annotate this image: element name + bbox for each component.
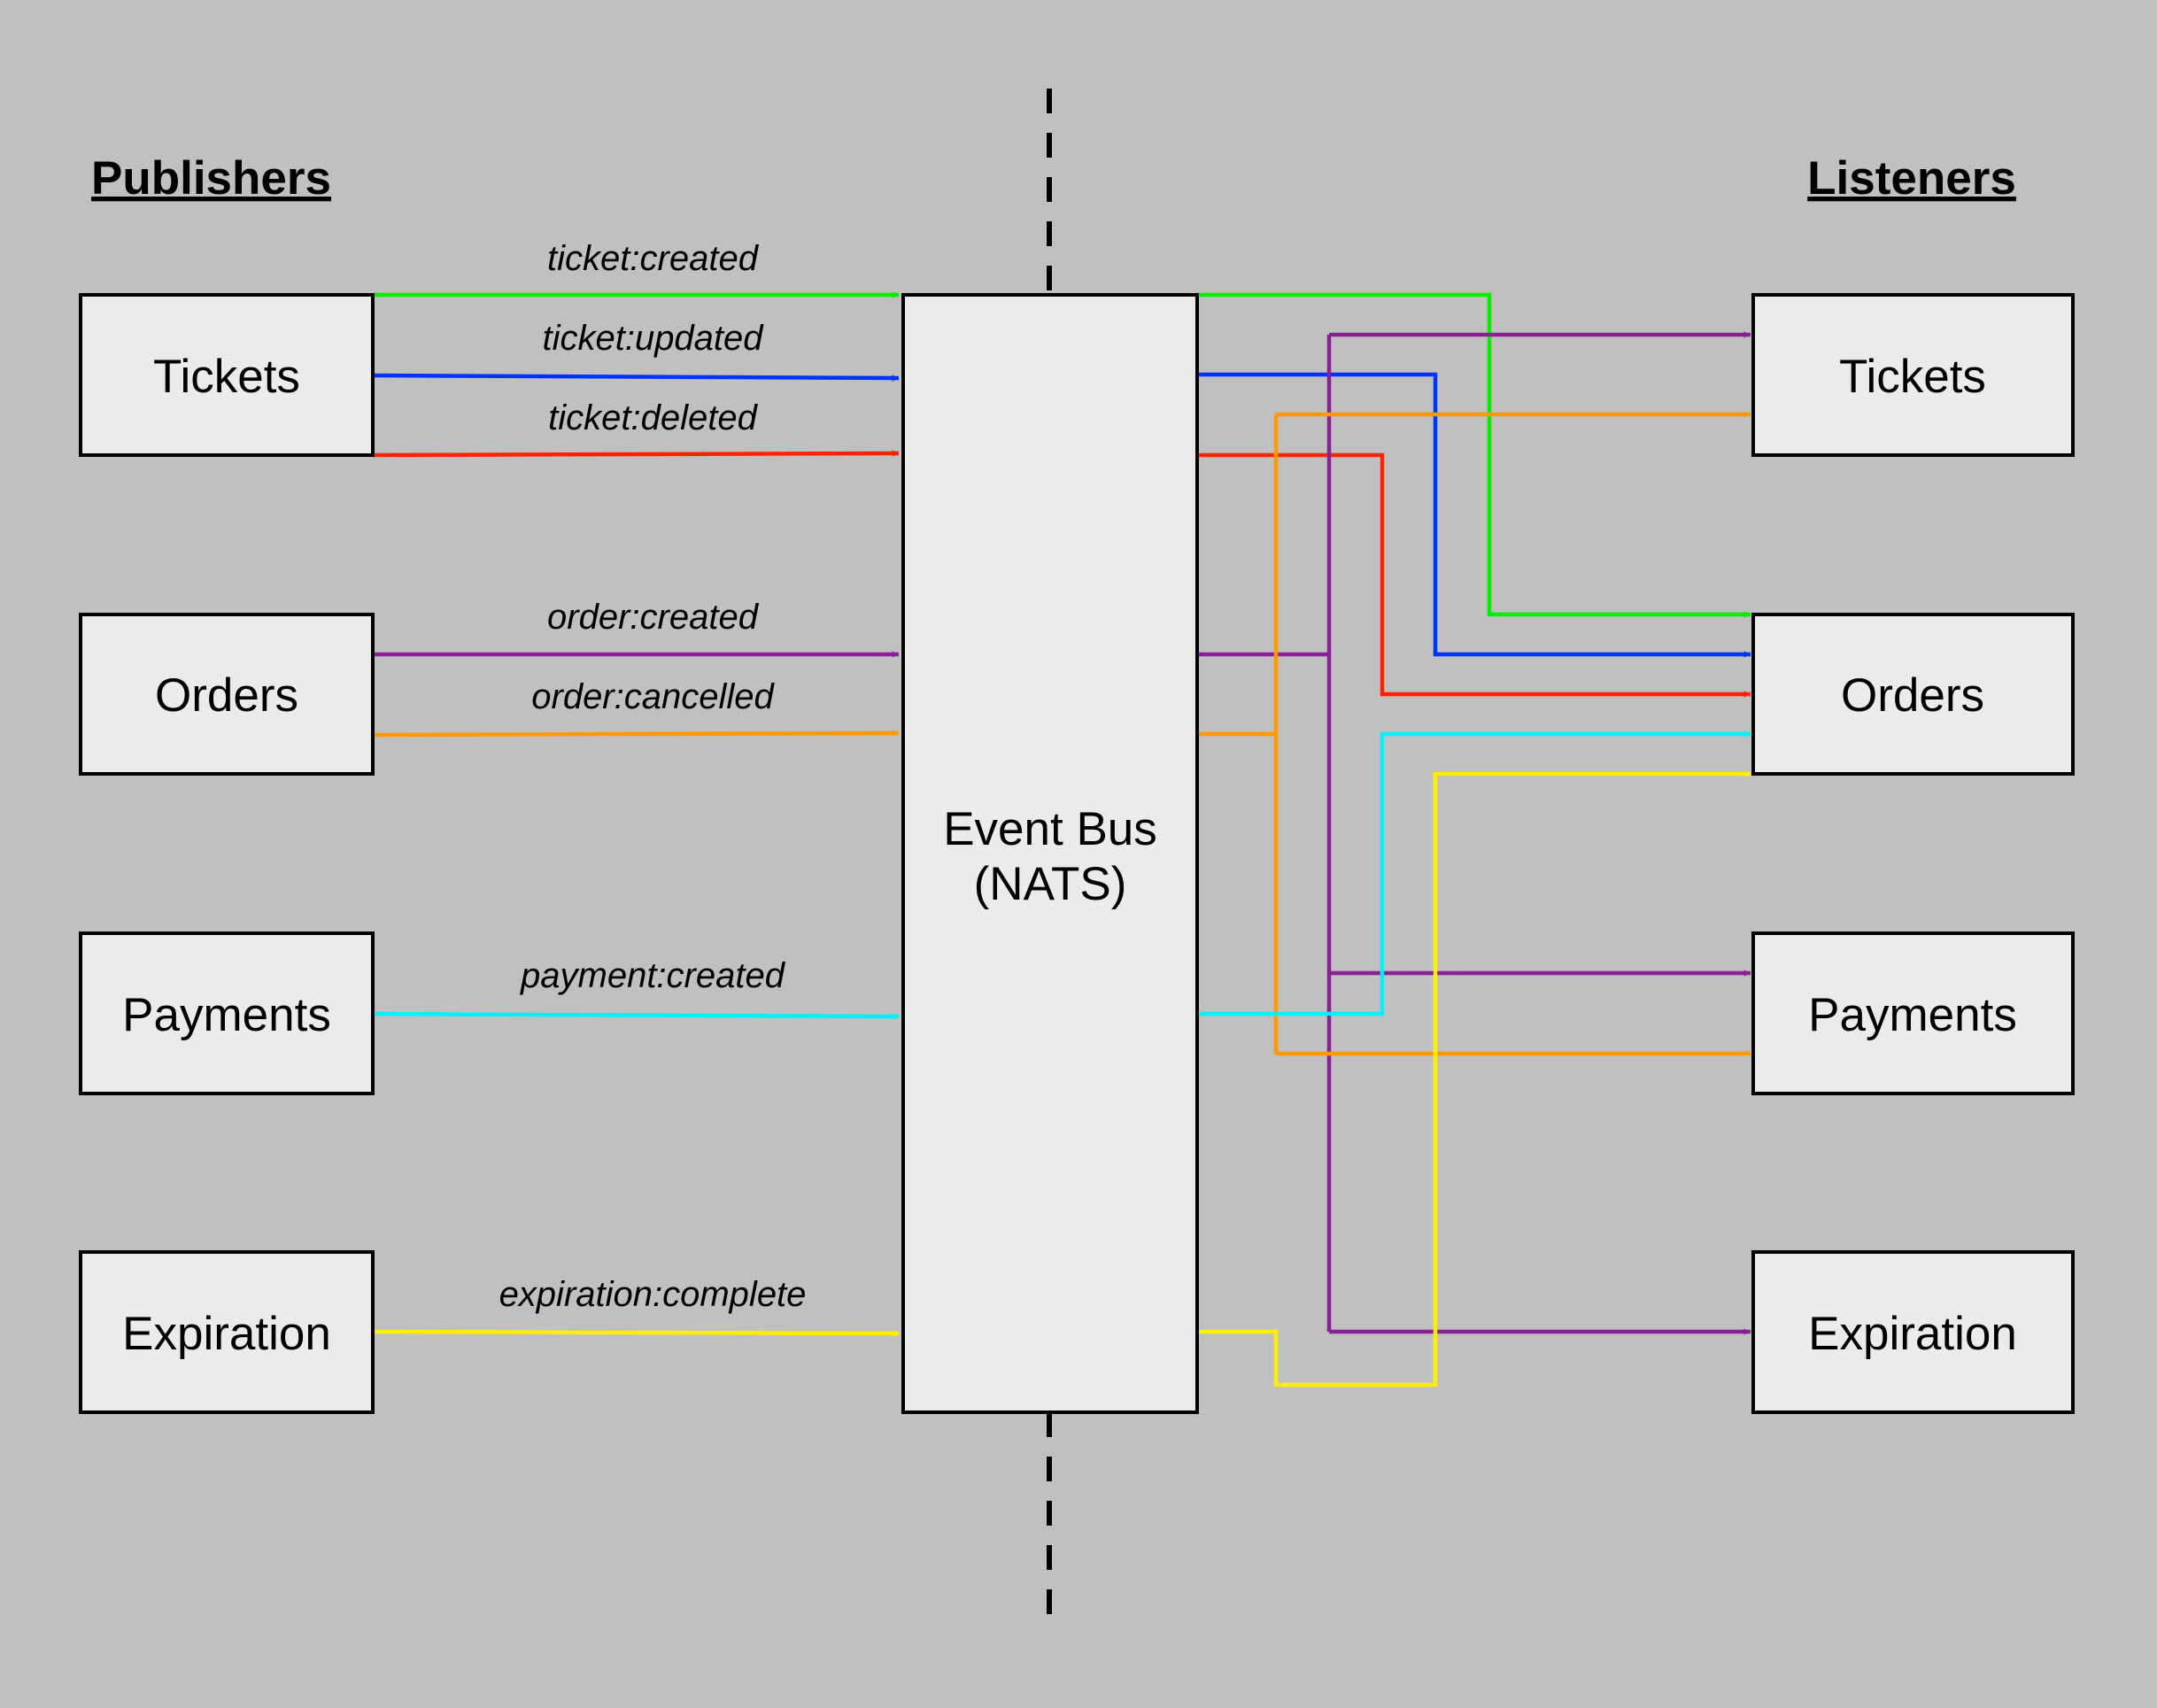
publisher-orders-box: [79, 613, 375, 776]
listener-tickets-label: Tickets: [1839, 351, 1986, 403]
listener-orders: Orders: [1751, 613, 2075, 776]
publisher-tickets-box: [79, 293, 375, 457]
wire-ticket-deleted-publish: [372, 450, 900, 458]
wire-expiration-complete-publish: [372, 1329, 900, 1337]
publisher-expiration-label: Expiration: [122, 1308, 331, 1360]
wire-ticket-updated-publish: [372, 373, 900, 382]
wire-ticket-updated-to-orders: [1197, 372, 1751, 658]
event-bus-box: [901, 293, 1199, 1414]
publisher-payments-label: Payments: [122, 989, 331, 1041]
listener-orders-box: [1751, 613, 2075, 776]
wire-payment-created-to-orders: [1197, 730, 1751, 1016]
listener-expiration-box: [1751, 1250, 2075, 1414]
listener-payments-label: Payments: [1808, 989, 2017, 1041]
listener-tickets-box: [1751, 293, 2075, 457]
event-bus-subtitle: (NATS): [974, 858, 1127, 910]
event-label-payment-created: payment:created: [520, 956, 786, 995]
listeners-heading: Listeners: [1807, 152, 2016, 205]
event-label-ticket-updated: ticket:updated: [542, 319, 764, 358]
wire-ticket-created-to-orders: [1197, 292, 1751, 618]
publishers-heading: Publishers: [91, 152, 331, 205]
wire-ticket-deleted-to-orders: [1197, 452, 1751, 698]
listener-orders-label: Orders: [1841, 669, 1984, 722]
wire-payment-created-publish: [372, 1011, 900, 1020]
event-label-expiration-complete: expiration:complete: [499, 1275, 807, 1314]
event-label-order-cancelled: order:cancelled: [531, 677, 775, 716]
event-label-ticket-created: ticket:created: [547, 239, 760, 278]
wire-order-cancelled-publish: [372, 730, 900, 738]
publisher-tickets: Tickets: [79, 293, 375, 457]
wire-expiration-complete-to-orders: [1197, 770, 1751, 1387]
event-label-ticket-deleted: ticket:deleted: [548, 398, 758, 437]
event-label-order-created: order:created: [547, 598, 760, 637]
listener-expiration-label: Expiration: [1808, 1308, 2017, 1360]
publisher-payments: Payments: [79, 931, 375, 1095]
listener-payments-box: [1751, 931, 2075, 1095]
event-bus-title: Event Bus: [943, 803, 1157, 855]
publisher-expiration-box: [79, 1250, 375, 1414]
publisher-expiration: Expiration: [79, 1250, 375, 1414]
listener-payments: Payments: [1751, 931, 2075, 1095]
listener-tickets: Tickets: [1751, 293, 2075, 457]
publisher-orders: Orders: [79, 613, 375, 776]
event-bus: Event Bus (NATS): [901, 293, 1199, 1414]
publisher-orders-label: Orders: [155, 669, 298, 722]
publisher-payments-box: [79, 931, 375, 1095]
publisher-tickets-label: Tickets: [153, 351, 300, 403]
listener-expiration: Expiration: [1751, 1250, 2075, 1414]
